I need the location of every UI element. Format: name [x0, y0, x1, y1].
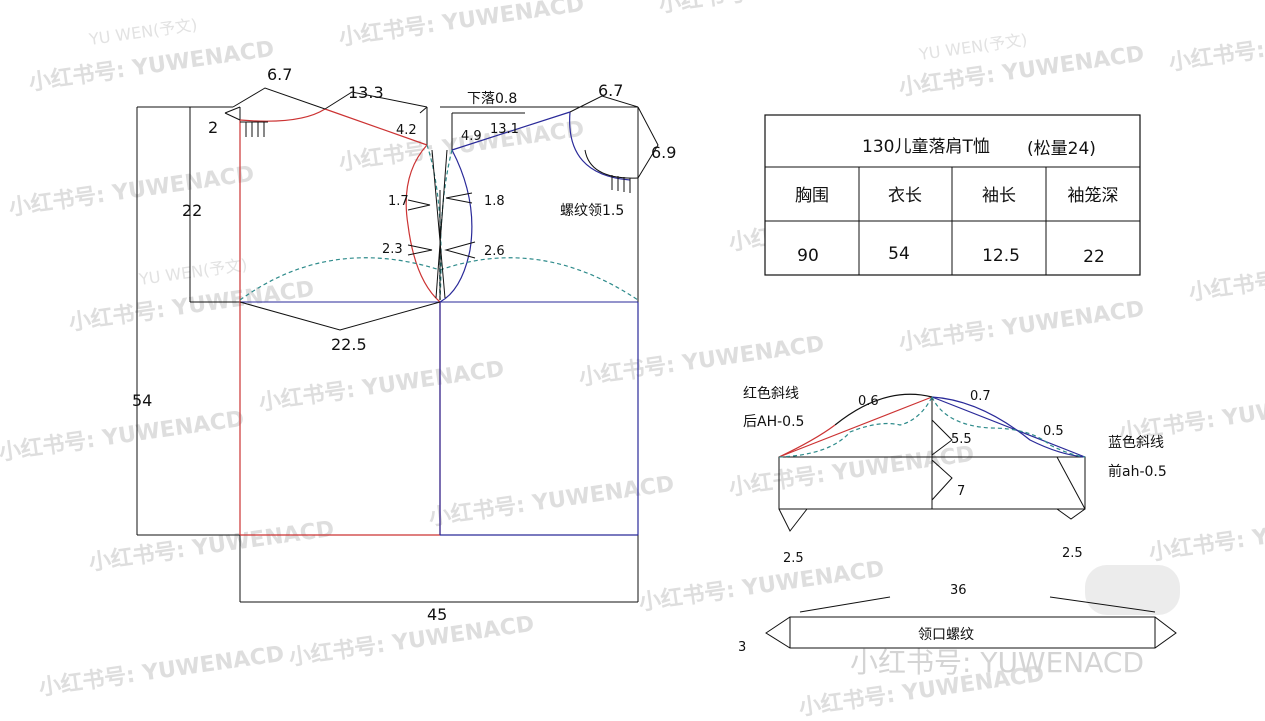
watermark-handle: 小红书号: YUWENACD	[7, 161, 256, 221]
watermark-handle: 小红书号: YUWENACD	[637, 556, 886, 616]
sleeve-front-line	[931, 396, 1086, 458]
label-front-neck-width: 6.7	[598, 81, 623, 100]
table-header-armhole: 袖笼深	[1068, 186, 1119, 206]
label-front-low-offset: 0.5	[1043, 424, 1064, 439]
watermark-handle: 小红书号: YUWENACD	[1167, 16, 1265, 76]
watermark-handle: 小红书号: YUWENACD	[1187, 246, 1265, 306]
label-back-curve-offset: 0.6	[858, 394, 879, 409]
armhole-curves	[239, 144, 639, 301]
body-labels: 6.7 2 13.3 下落0.8 6.7 6.9 4.2 4.9 13.1 22…	[132, 65, 676, 624]
sleeve-dashed-curves	[778, 396, 1086, 458]
logo-badge	[1085, 565, 1180, 615]
label-red-line: 红色斜线	[743, 385, 799, 402]
table-title: 130儿童落肩T恤	[862, 137, 990, 157]
label-rib-name: 领口螺纹	[918, 627, 974, 643]
back-neck-rib-marks	[240, 121, 268, 137]
table-header-chest: 胸围	[795, 186, 829, 206]
label-back-ease-1: 1.7	[388, 194, 409, 209]
front-piece	[439, 111, 639, 536]
label-shoulder-drop: 下落0.8	[467, 91, 517, 107]
table-value-chest: 90	[797, 246, 819, 266]
watermark-handle: 小红书号: YUWENACD	[1147, 506, 1265, 566]
label-underarm: 7	[957, 484, 965, 499]
label-cap-height: 5.5	[951, 432, 972, 447]
label-back-neck-width: 6.7	[267, 65, 292, 84]
ease-wedges	[407, 149, 476, 300]
label-back-neck-depth: 2	[208, 118, 218, 137]
watermark-handle: 小红书号: YUWENACD	[87, 516, 336, 576]
label-cuff-left: 2.5	[783, 551, 804, 566]
neck-rib-labels: 36 3 领口螺纹	[738, 583, 974, 655]
watermark-handle: 小红书号: YUWENACD	[657, 0, 906, 18]
label-hem-width: 45	[427, 605, 447, 624]
sleeve-labels: 红色斜线 后AH-0.5 蓝色斜线 前ah-0.5 0.6 0.7 0.5 5.…	[743, 385, 1167, 566]
watermark-handle: 小红书号: YUWENACD	[257, 356, 506, 416]
table-value-length: 54	[888, 244, 910, 264]
watermark-handle: 小红书号: YUWENACD	[287, 611, 536, 671]
watermark-brand: YU WEN(予文)	[917, 30, 1029, 64]
watermark-handle: 小红书号: YUWENACD	[67, 276, 316, 336]
label-back-ah: 后AH-0.5	[743, 414, 804, 430]
watermark-handle: 小红书号: YUWENACD	[577, 331, 826, 391]
label-front-ah: 前ah-0.5	[1108, 463, 1167, 480]
label-armhole-depth: 22	[182, 201, 202, 220]
sleeve-pattern	[778, 397, 1086, 532]
label-body-length: 54	[132, 391, 152, 410]
label-front-curve-offset: 0.7	[970, 389, 991, 404]
watermark-handle: 小红书号: YUWENACD	[27, 36, 276, 96]
dimension-leaders	[224, 87, 659, 331]
label-back-ease-2: 2.3	[382, 242, 403, 257]
watermark-handle: 小红书号: YUWENACD	[37, 641, 286, 701]
watermark-handle: 小红书号: YUWENACD	[337, 0, 586, 51]
label-cuff-right: 2.5	[1062, 546, 1083, 561]
label-half-chest: 22.5	[331, 335, 367, 354]
label-front-neck-depth: 6.9	[651, 143, 676, 162]
table-header-sleeve: 袖长	[982, 186, 1016, 206]
table-header-length: 衣长	[888, 186, 922, 206]
label-dart-front-top: 4.9	[461, 129, 482, 144]
watermark-footer: 小红书号: YUWENACD	[850, 646, 1144, 679]
table-value-armhole: 22	[1083, 247, 1105, 267]
label-rib-width: 3	[738, 640, 746, 655]
label-neck-rib: 螺纹领1.5	[560, 203, 624, 219]
label-shoulder-back: 13.3	[348, 83, 384, 102]
neck-rib-strip	[765, 596, 1177, 649]
label-front-ease-2: 2.6	[484, 244, 505, 259]
table-ease: (松量24)	[1027, 139, 1096, 159]
label-rib-length: 36	[950, 583, 967, 598]
watermark-handle: 小红书号: YUWENACD	[897, 296, 1146, 356]
label-dart-back-top: 4.2	[396, 123, 417, 138]
front-neck-rib-marks	[584, 149, 639, 193]
label-blue-line: 蓝色斜线	[1108, 434, 1164, 451]
label-front-ease-1: 1.8	[484, 194, 505, 209]
watermark-handle: 小红书号: YUWENACD	[337, 116, 586, 176]
sleeve-back-line	[778, 393, 933, 458]
size-table: 130儿童落肩T恤 (松量24) 胸围 衣长 袖长 袖笼深 90 54 12.5…	[764, 114, 1141, 276]
watermark-brand: YU WEN(予文)	[87, 15, 199, 49]
watermark-handle: 小红书号: YUWENACD	[0, 406, 246, 466]
watermark-brand: YU WEN(予文)	[137, 255, 249, 289]
label-shoulder-front: 13.1	[490, 122, 519, 137]
table-value-sleeve: 12.5	[982, 246, 1020, 266]
